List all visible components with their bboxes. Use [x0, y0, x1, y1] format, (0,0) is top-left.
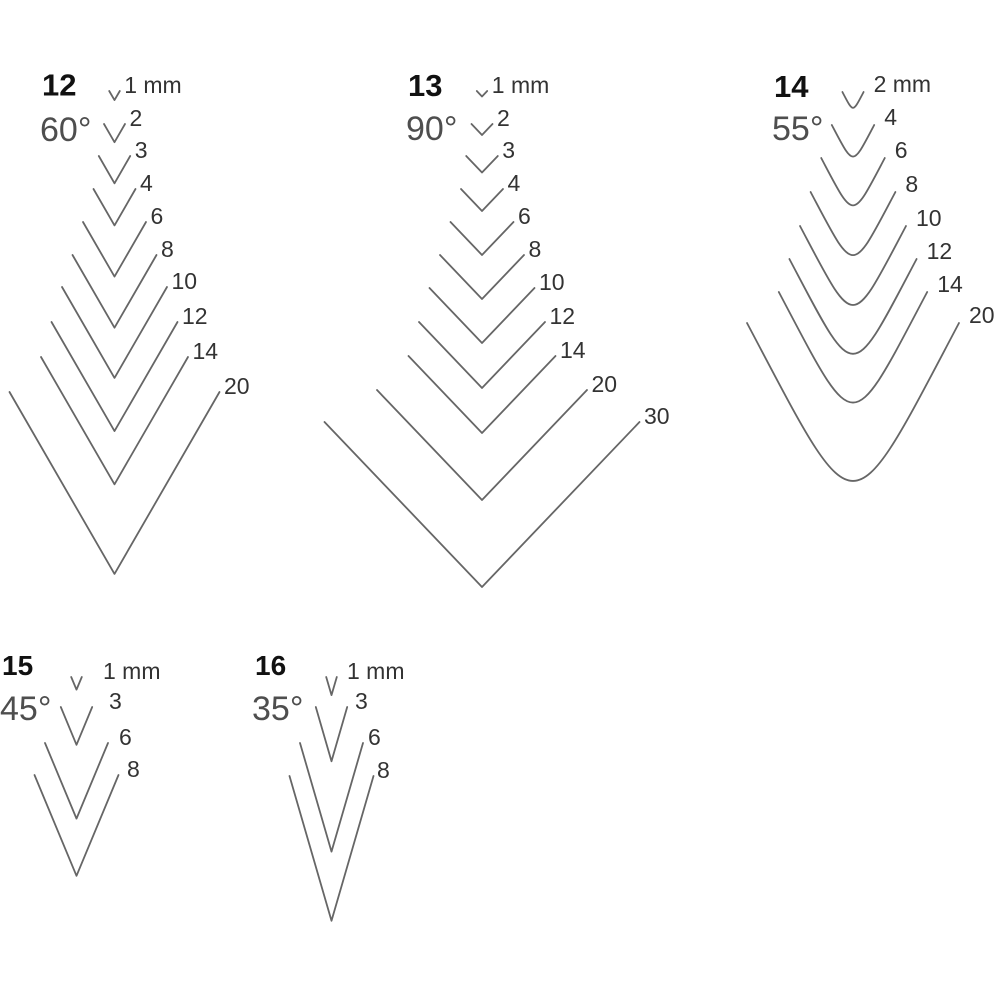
svg-text:10: 10	[172, 268, 198, 294]
svg-text:45°: 45°	[0, 690, 51, 728]
svg-text:55°: 55°	[772, 110, 823, 148]
svg-text:3: 3	[109, 688, 122, 714]
svg-text:13: 13	[408, 68, 442, 103]
svg-text:20: 20	[592, 371, 618, 397]
svg-text:90°: 90°	[406, 110, 457, 148]
svg-text:1 mm: 1 mm	[103, 658, 161, 684]
svg-text:6: 6	[368, 724, 381, 750]
svg-text:3: 3	[502, 137, 515, 163]
svg-text:30: 30	[644, 403, 670, 429]
svg-text:10: 10	[539, 269, 565, 295]
svg-text:6: 6	[151, 203, 164, 229]
svg-text:14: 14	[937, 271, 963, 297]
svg-text:20: 20	[224, 373, 250, 399]
svg-text:1 mm: 1 mm	[492, 72, 550, 98]
svg-text:2: 2	[497, 105, 510, 131]
svg-text:20: 20	[969, 302, 995, 328]
svg-text:14: 14	[193, 338, 219, 364]
svg-text:2 mm: 2 mm	[874, 71, 932, 97]
svg-text:14: 14	[774, 69, 809, 104]
svg-text:6: 6	[518, 203, 531, 229]
svg-text:12: 12	[550, 303, 576, 329]
svg-text:6: 6	[895, 137, 908, 163]
svg-text:3: 3	[135, 137, 148, 163]
svg-text:8: 8	[905, 171, 918, 197]
svg-text:2: 2	[130, 105, 143, 131]
svg-text:4: 4	[508, 170, 521, 196]
svg-text:8: 8	[529, 236, 542, 262]
svg-text:15: 15	[2, 650, 33, 681]
svg-text:35°: 35°	[252, 690, 303, 728]
svg-text:1 mm: 1 mm	[124, 72, 182, 98]
svg-text:12: 12	[927, 238, 953, 264]
svg-text:60°: 60°	[40, 111, 91, 149]
svg-text:1 mm: 1 mm	[347, 658, 405, 684]
svg-text:8: 8	[161, 236, 174, 262]
svg-text:3: 3	[355, 688, 368, 714]
svg-text:12: 12	[182, 303, 208, 329]
svg-text:6: 6	[119, 724, 132, 750]
svg-text:14: 14	[560, 337, 586, 363]
svg-text:16: 16	[255, 650, 286, 681]
svg-text:4: 4	[884, 104, 897, 130]
svg-text:12: 12	[42, 68, 76, 103]
svg-text:8: 8	[127, 756, 140, 782]
svg-text:8: 8	[377, 757, 390, 783]
svg-text:4: 4	[140, 170, 153, 196]
svg-text:10: 10	[916, 205, 942, 231]
